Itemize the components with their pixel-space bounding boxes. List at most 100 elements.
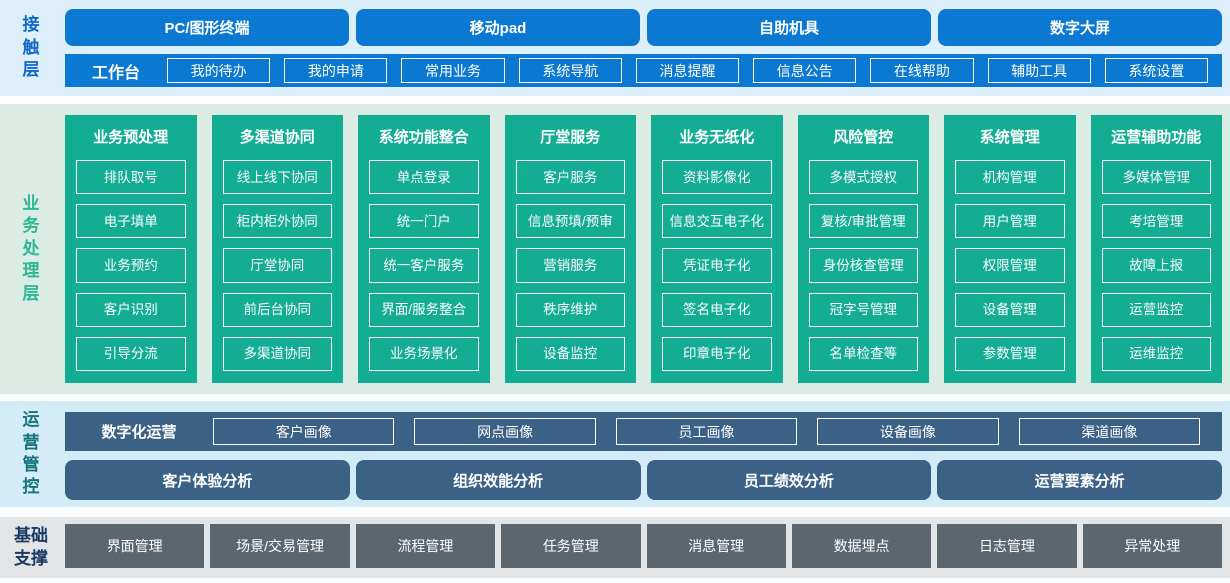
business-cell: 凭证电子化 (662, 248, 772, 283)
business-layer-gutter: 业务处理层 (0, 104, 62, 394)
profile-branch: 网点画像 (414, 418, 596, 445)
analysis-org-efficiency: 组织效能分析 (355, 460, 641, 500)
profile-customer: 客户画像 (213, 418, 395, 445)
business-cell: 统一门户 (369, 204, 479, 239)
profile-employee: 员工画像 (615, 418, 798, 445)
foundation-layer-label: 基础支撑 (14, 526, 48, 568)
business-cell: 多渠道协同 (222, 336, 332, 372)
business-cell: 界面/服务整合 (369, 292, 479, 327)
business-cell: 客户识别 (76, 292, 186, 327)
business-column-title: 业务无纸化 (679, 128, 755, 146)
business-cell: 设备管理 (955, 292, 1065, 327)
operations-layer-gutter: 运营管控 (0, 401, 62, 507)
foundation-item-ui-management: 界面管理 (65, 524, 205, 568)
foundation-item-message-management: 消息管理 (646, 524, 786, 568)
digital-ops-bar: 数字化运营 客户画像 网点画像 员工画像 设备画像 渠道画像 (65, 412, 1222, 451)
business-cell: 复核/审批管理 (808, 204, 918, 239)
business-column-ops-aux: 运营辅助功能 多媒体管理 考培管理 故障上报 运营监控 运维监控 (1090, 115, 1222, 383)
business-cell: 引导分流 (76, 336, 186, 372)
business-cell: 名单检查等 (808, 336, 918, 372)
profile-channel: 渠道画像 (1018, 418, 1201, 445)
business-column-title: 风险管控 (833, 128, 894, 146)
analysis-employee-performance: 员工绩效分析 (646, 460, 932, 500)
business-cell: 营销服务 (515, 248, 625, 283)
business-cell: 运营监控 (1101, 292, 1211, 327)
channel-mobile-pad: 移动pad (356, 9, 640, 46)
workbench-item-message-alert: 消息提醒 (635, 58, 740, 83)
business-column-multichannel: 多渠道协同 线上线下协同 柜内柜外协同 厅堂协同 前后台协同 多渠道协同 (211, 115, 343, 383)
digital-ops-label: 数字化运营 (101, 424, 177, 441)
business-column-system-integration: 系统功能整合 单点登录 统一门户 统一客户服务 界面/服务整合 业务场景化 (358, 115, 490, 383)
business-cell: 印章电子化 (662, 336, 772, 372)
business-column-preprocessing: 业务预处理 排队取号 电子填单 业务预约 客户识别 引导分流 (65, 115, 197, 383)
business-column-system-management: 系统管理 机构管理 用户管理 权限管理 设备管理 参数管理 (944, 115, 1076, 383)
business-cell: 线上线下协同 (222, 160, 332, 195)
business-cell: 多媒体管理 (1101, 160, 1211, 195)
workbench-bar: 工作台 我的待办 我的申请 常用业务 系统导航 消息提醒 信息公告 在线帮助 辅… (65, 54, 1222, 87)
business-column-title: 系统功能整合 (378, 128, 469, 146)
foundation-item-process-management: 流程管理 (355, 524, 496, 568)
foundation-item-exception-handling: 异常处理 (1082, 524, 1222, 568)
workbench-item-applications: 我的申请 (284, 58, 388, 83)
business-column-title: 系统管理 (979, 128, 1040, 146)
business-cell: 资料影像化 (662, 160, 772, 195)
analysis-row: 客户体验分析 组织效能分析 员工绩效分析 运营要素分析 (65, 460, 1222, 500)
business-column-title: 业务预处理 (93, 128, 169, 146)
business-cell: 设备监控 (515, 336, 625, 372)
business-cell: 客户服务 (515, 160, 625, 195)
business-column-title: 多渠道协同 (239, 128, 315, 146)
foundation-item-scene-transaction: 场景/交易管理 (210, 524, 350, 568)
contact-layer-content: PC/图形终端 移动pad 自助机具 数字大屏 工作台 我的待办 我的申请 常用… (62, 0, 1230, 96)
workbench-item-system-nav: 系统导航 (518, 58, 622, 83)
workbench-item-todo: 我的待办 (167, 58, 271, 83)
workbench-item-aux-tools: 辅助工具 (987, 58, 1091, 83)
business-column-title: 运营辅助功能 (1111, 128, 1202, 146)
business-column-title: 厅堂服务 (540, 128, 601, 146)
business-cell: 秩序维护 (515, 292, 625, 327)
foundation-layer: 基础支撑 界面管理 场景/交易管理 流程管理 任务管理 消息管理 数据埋点 日志… (0, 517, 1230, 578)
workbench-label: 工作台 (91, 64, 140, 82)
business-cell: 运维监控 (1101, 336, 1211, 372)
business-cell: 多模式授权 (808, 160, 918, 195)
business-cell: 柜内柜外协同 (222, 204, 332, 239)
business-layer: 业务处理层 业务预处理 排队取号 电子填单 业务预约 客户识别 引导分流 多渠道… (0, 104, 1230, 394)
business-column-hall-service: 厅堂服务 客户服务 信息预填/预审 营销服务 秩序维护 设备监控 (504, 115, 636, 383)
workbench-item-common-business: 常用业务 (401, 58, 505, 83)
business-layer-content: 业务预处理 排队取号 电子填单 业务预约 客户识别 引导分流 多渠道协同 线上线… (62, 104, 1230, 394)
business-cell: 参数管理 (955, 336, 1065, 372)
foundation-layer-content: 界面管理 场景/交易管理 流程管理 任务管理 消息管理 数据埋点 日志管理 异常… (62, 517, 1230, 578)
foundation-item-log-management: 日志管理 (937, 524, 1077, 568)
workbench-item-info-bulletin: 信息公告 (753, 58, 857, 83)
business-cell: 冠字号管理 (808, 292, 918, 327)
business-cell: 信息交互电子化 (662, 204, 772, 239)
business-cell: 机构管理 (955, 160, 1065, 195)
business-cell: 考培管理 (1101, 204, 1211, 239)
analysis-ops-elements: 运营要素分析 (937, 460, 1222, 500)
channel-digital-screen: 数字大屏 (938, 9, 1222, 46)
business-column-risk-control: 风险管控 多模式授权 复核/审批管理 身份核查管理 冠字号管理 名单检查等 (797, 115, 929, 383)
operations-layer-label: 运营管控 (22, 410, 40, 497)
operations-layer-content: 数字化运营 客户画像 网点画像 员工画像 设备画像 渠道画像 客户体验分析 组织… (62, 401, 1230, 507)
business-cell: 身份核查管理 (808, 248, 918, 283)
business-cell: 信息预填/预审 (515, 204, 625, 239)
contact-layer-label: 接触层 (22, 15, 40, 80)
business-cell: 用户管理 (955, 204, 1065, 239)
business-cell: 统一客户服务 (369, 248, 479, 283)
business-cell: 权限管理 (955, 248, 1065, 283)
foundation-item-task-management: 任务管理 (501, 524, 641, 568)
business-cell: 前后台协同 (222, 292, 332, 327)
business-cell: 电子填单 (76, 204, 186, 239)
channel-self-service: 自助机具 (647, 9, 931, 46)
operations-layer: 运营管控 数字化运营 客户画像 网点画像 员工画像 设备画像 渠道画像 客户体验… (0, 401, 1230, 507)
workbench-item-system-settings: 系统设置 (1104, 58, 1208, 83)
business-cell: 排队取号 (76, 160, 186, 195)
business-cell: 签名电子化 (662, 292, 772, 327)
contact-layer: 接触层 PC/图形终端 移动pad 自助机具 数字大屏 工作台 我的待办 我的申… (0, 0, 1230, 96)
workbench-item-online-help: 在线帮助 (870, 58, 974, 83)
foundation-item-data-tracking: 数据埋点 (791, 524, 932, 568)
business-layer-label: 业务处理层 (22, 193, 40, 303)
business-cell: 业务预约 (76, 248, 186, 283)
foundation-layer-gutter: 基础支撑 (0, 517, 62, 578)
contact-layer-gutter: 接触层 (0, 0, 62, 96)
profile-device: 设备画像 (817, 418, 999, 445)
